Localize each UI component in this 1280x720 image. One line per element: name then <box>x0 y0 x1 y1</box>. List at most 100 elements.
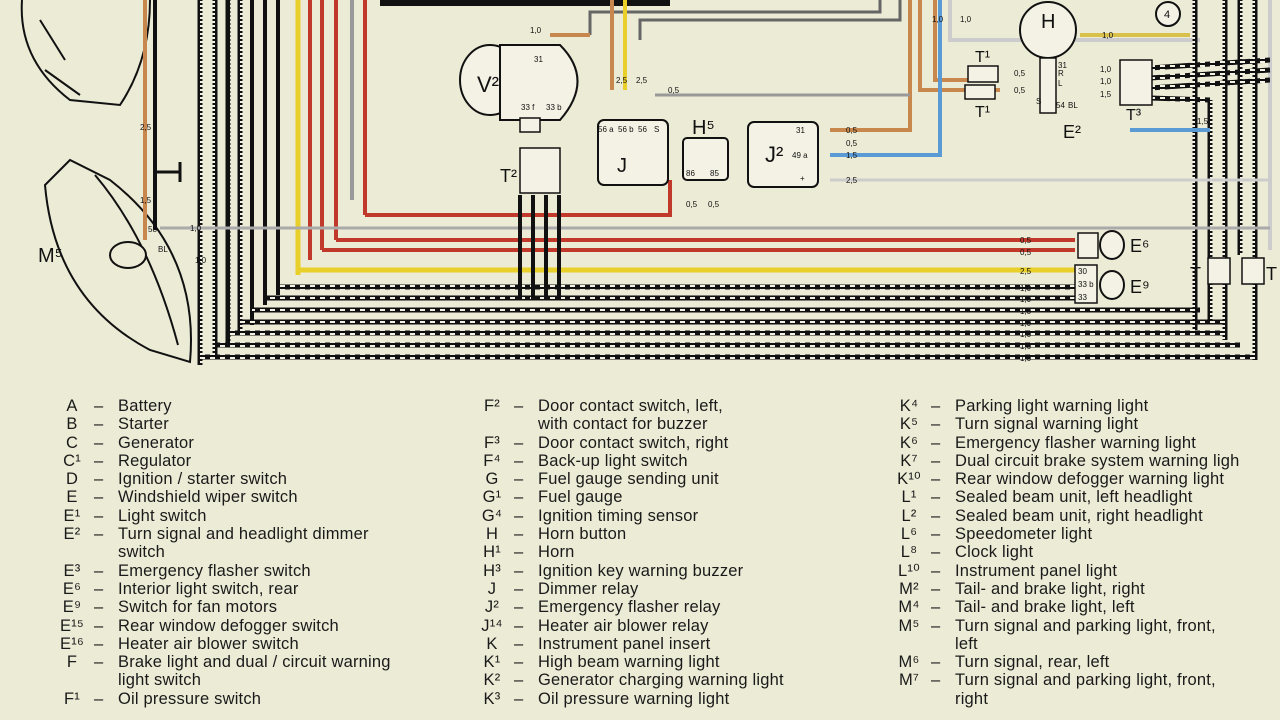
legend-entry: C¹–Regulator <box>50 452 391 470</box>
terminal-h-bl: BL <box>1068 101 1078 110</box>
legend-dash: – <box>94 488 104 507</box>
terminal-j2-31: 31 <box>796 126 805 135</box>
legend-code: E⁶ <box>62 579 82 598</box>
legend-code: E¹⁵ <box>60 616 84 635</box>
t2-connector <box>519 147 561 194</box>
legend-entry: G¹–Fuel gauge <box>470 488 784 506</box>
legend-description: Switch for fan motors <box>118 598 278 617</box>
wiring-diagram: V² J H⁵ J² H T¹ T¹ T² T³ E² E⁶ E⁹ M⁵ T T… <box>20 0 1277 365</box>
legend-description: Battery <box>118 397 172 415</box>
legend-entry: E¹⁶–Heater air blower switch <box>50 635 391 653</box>
legend-entry: L⁶–Speedometer light <box>887 525 1240 543</box>
legend-code: M⁷ <box>898 671 920 690</box>
legend-entry: K¹⁰–Rear window defogger warning light <box>887 470 1240 488</box>
legend-description: Clock light <box>955 543 1034 562</box>
wire-size-label: 1,0 <box>1100 77 1112 86</box>
legend-entry: E¹⁵–Rear window defogger switch <box>50 617 391 635</box>
legend-code: G¹ <box>482 488 502 507</box>
terminal-m5-58: 58 <box>148 225 157 234</box>
label-t1-bottom: T¹ <box>975 104 990 121</box>
legend-dash: – <box>514 451 524 470</box>
circle-4-marker <box>1155 1 1181 27</box>
legend-description: Starter <box>118 415 169 434</box>
terminal-h-l: L <box>1058 79 1063 88</box>
legend-entry: J¹⁴–Heater air blower relay <box>470 617 784 635</box>
legend-description: Dimmer relay <box>538 579 639 598</box>
legend-dash: – <box>931 543 941 562</box>
legend-description: Instrument panel light <box>955 561 1118 580</box>
legend-description: High beam warning light <box>538 653 720 672</box>
legend-code: F³ <box>484 433 500 452</box>
legend-dash: – <box>931 488 941 507</box>
legend-dash: – <box>931 561 941 580</box>
legend-code: L⁸ <box>900 543 918 562</box>
legend-code: C <box>65 433 79 452</box>
terminal-h-s: S <box>1036 97 1041 106</box>
legend-description: Horn button <box>538 525 627 544</box>
legend-code: F² <box>484 397 500 415</box>
label-t2: T² <box>500 166 517 186</box>
legend-description: Brake light and dual / circuit warning l… <box>118 653 391 690</box>
ground-symbol <box>155 162 182 182</box>
legend-dash: – <box>514 616 524 635</box>
legend-code: E <box>66 488 78 507</box>
legend-description: Door contact switch, left, with contact … <box>538 397 723 434</box>
legend-entry: K–Instrument panel insert <box>470 635 784 653</box>
legend-dash: – <box>514 488 524 507</box>
legend-code: J¹⁴ <box>481 616 503 635</box>
legend-entry: E⁹–Switch for fan motors <box>50 598 391 616</box>
top-bus-bar <box>380 0 670 6</box>
legend-code: E¹ <box>63 506 81 525</box>
legend-entry: F⁴–Back-up light switch <box>470 452 784 470</box>
legend-dash: – <box>514 689 524 708</box>
terminal-j-56a: 56 a <box>598 125 614 134</box>
legend-dash: – <box>931 506 941 525</box>
legend-description: Emergency flasher switch <box>118 561 311 580</box>
label-j: J <box>617 155 627 177</box>
legend-dash: – <box>94 634 104 653</box>
legend-dash: – <box>514 543 524 562</box>
legend-description: Tail- and brake light, right <box>955 579 1145 598</box>
terminal-j-56: 56 <box>638 125 647 134</box>
wire-size-label: 1,5 <box>140 196 152 205</box>
legend-dash: – <box>514 506 524 525</box>
legend-dash: – <box>94 470 104 489</box>
legend-dash: – <box>931 616 941 635</box>
wire-size-label: 1,0 <box>1100 65 1112 74</box>
legend-entry: K⁵–Turn signal warning light <box>887 415 1240 433</box>
label-h: H <box>1041 11 1055 33</box>
legend-description: Dual circuit brake system warning ligh <box>955 451 1240 470</box>
legend-entry: L¹–Sealed beam unit, left headlight <box>887 488 1240 506</box>
e9-switch <box>1074 264 1125 304</box>
wire-size-label: 1,0 <box>530 26 542 35</box>
legend-dash: – <box>514 561 524 580</box>
legend-entry: M²–Tail- and brake light, right <box>887 580 1240 598</box>
legend-dash: – <box>931 470 941 489</box>
wire-size-label: 2,5 <box>846 176 858 185</box>
legend-dash: – <box>514 634 524 653</box>
terminal-h-54: 54 <box>1056 101 1065 110</box>
legend-description: Instrument panel insert <box>538 634 711 653</box>
legend-entry: G⁴–Ignition timing sensor <box>470 507 784 525</box>
legend-entry: E²–Turn signal and headlight dimmer swit… <box>50 525 391 562</box>
label-t1-top: T¹ <box>975 49 990 66</box>
legend-dash: – <box>94 397 104 415</box>
j2-flasher <box>747 121 819 188</box>
legend-description: Speedometer light <box>955 525 1093 544</box>
legend-description: Windshield wiper switch <box>118 488 298 507</box>
terminal-v2-33b: 33 b <box>546 103 562 112</box>
legend-description: Parking light warning light <box>955 397 1149 415</box>
wire-size-label: 0,5 <box>846 139 858 148</box>
label-t-left: T <box>1190 264 1201 284</box>
legend-code: K¹ <box>483 653 501 672</box>
wire-size-label: 1,0 <box>1020 284 1032 293</box>
legend-dash: – <box>94 433 104 452</box>
legend-entry: L²–Sealed beam unit, right headlight <box>887 507 1240 525</box>
wire-size-label: 0,5 <box>686 200 698 209</box>
legend-dash: – <box>514 671 524 690</box>
legend-code: K¹⁰ <box>897 470 921 489</box>
legend-dash: – <box>94 506 104 525</box>
t1-connector-bottom <box>964 84 996 100</box>
wire-size-label: 1,0 <box>960 15 972 24</box>
